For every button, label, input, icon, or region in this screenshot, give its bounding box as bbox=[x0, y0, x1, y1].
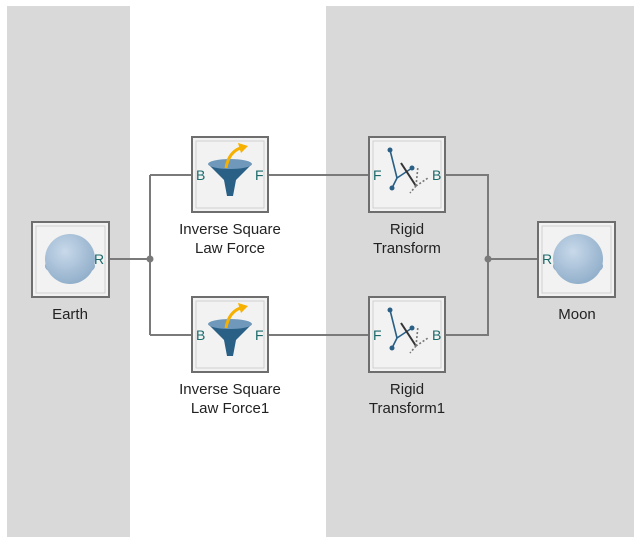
funnel-force-icon bbox=[208, 303, 252, 356]
isl-force-port-f: F bbox=[255, 167, 264, 183]
rigid-transform-port-b: B bbox=[432, 167, 442, 183]
rigid-transform-label-line1: Rigid bbox=[389, 221, 425, 238]
left-junction bbox=[146, 255, 154, 263]
rigid-transform-port-f: F bbox=[373, 167, 382, 183]
right-junction bbox=[484, 255, 492, 263]
middle-region bbox=[130, 6, 326, 537]
connection-lines bbox=[110, 174, 538, 336]
moon-label: Moon bbox=[558, 306, 596, 323]
rigid-transform1-block[interactable] bbox=[368, 296, 446, 373]
rigid-transform-label: Rigid Transform bbox=[347, 220, 467, 258]
rigid-transform1-label-line1: Rigid bbox=[389, 381, 425, 398]
isl-force1-label-line2: Law Force1 bbox=[190, 400, 270, 417]
isl-force-label-line1: Inverse Square bbox=[179, 221, 281, 238]
isl-force-block[interactable] bbox=[191, 136, 269, 213]
isl-force1-port-b: B bbox=[196, 327, 206, 343]
funnel-force-icon bbox=[208, 143, 252, 196]
rigid-transform1-label-line2: Transform1 bbox=[368, 400, 446, 417]
sphere-icon bbox=[553, 234, 603, 284]
rigid-transform1-label: Rigid Transform1 bbox=[347, 380, 467, 418]
isl-force-label: Inverse Square Law Force bbox=[160, 220, 300, 258]
sphere-icon bbox=[45, 234, 95, 284]
rigid-transform1-port-b: B bbox=[432, 327, 442, 343]
rigid-transform-block[interactable] bbox=[368, 136, 446, 213]
earth-block[interactable] bbox=[31, 221, 110, 298]
rigid-transform1-port-f: F bbox=[373, 327, 382, 343]
isl-force1-port-f: F bbox=[255, 327, 264, 343]
right-branch-wire[interactable] bbox=[445, 174, 489, 336]
earth-port-r: R bbox=[94, 251, 105, 267]
rigid-transform-label-line2: Transform bbox=[373, 240, 441, 257]
moon-port-r: R bbox=[542, 251, 553, 267]
isl-force-label-line2: Law Force bbox=[194, 240, 266, 257]
isl-force1-label-line1: Inverse Square bbox=[179, 381, 281, 398]
isl-force-port-b: B bbox=[196, 167, 206, 183]
frame-axes-icon bbox=[387, 147, 429, 194]
earth-label: Earth bbox=[52, 306, 88, 323]
isl-force1-label: Inverse Square Law Force1 bbox=[160, 380, 300, 418]
frame-axes-icon bbox=[387, 307, 429, 354]
moon-block[interactable] bbox=[537, 221, 616, 298]
isl-force1-block[interactable] bbox=[191, 296, 269, 373]
